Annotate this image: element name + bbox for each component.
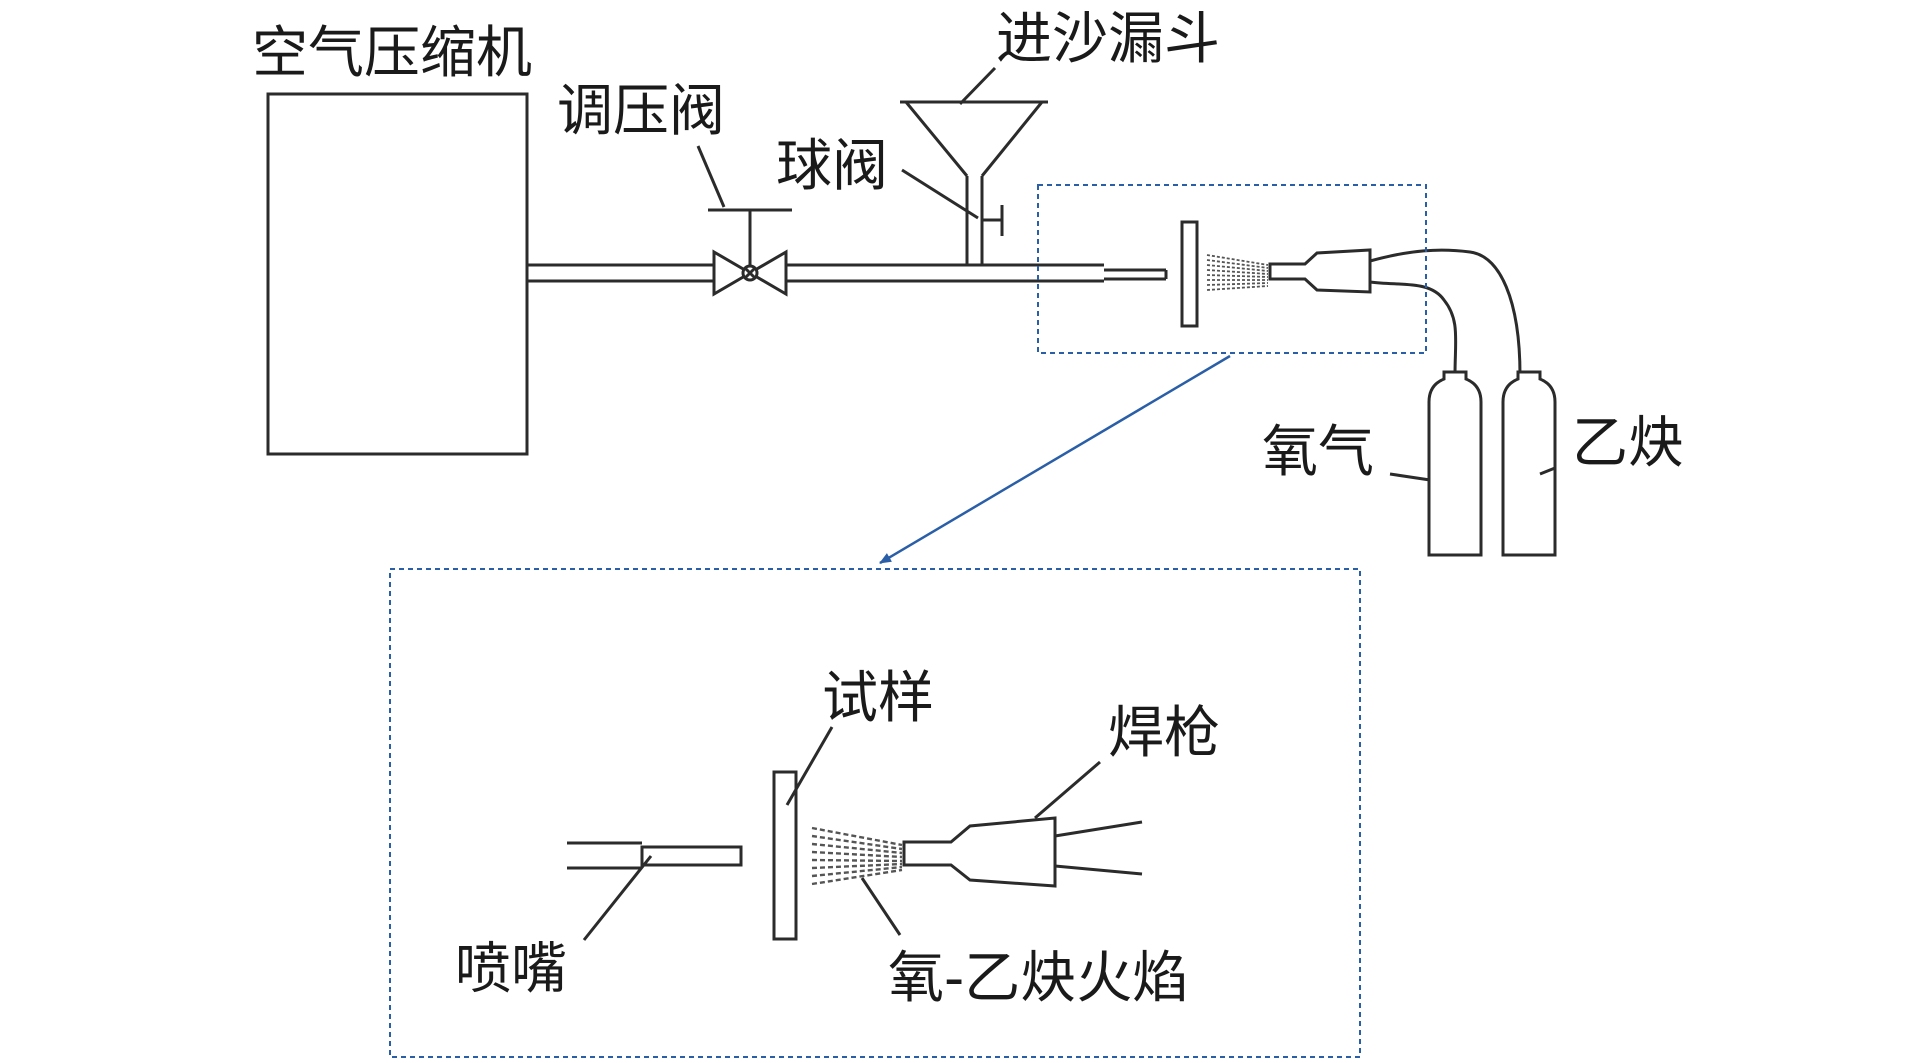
air-compressor-box (266, 92, 529, 456)
label-ball-valve: 球阀 (776, 134, 888, 199)
sand-hopper-symbol (900, 100, 1048, 265)
label-flame: 氧-乙炔火焰 (888, 946, 1188, 1011)
label-acetylene: 乙炔 (1572, 411, 1684, 476)
label-oxygen: 氧气 (1262, 420, 1374, 485)
label-sand-hopper: 进沙漏斗 (996, 7, 1220, 72)
ball-valve-symbol (982, 205, 1004, 236)
nozzle-detail (567, 841, 743, 870)
leader-lines (582, 66, 1556, 941)
zoom-arrow (879, 354, 1231, 565)
main-pipe (527, 263, 1168, 283)
label-specimen: 试样 (822, 666, 934, 731)
oxygen-cylinder (1427, 370, 1483, 557)
label-pressure-valve: 调压阀 (557, 79, 725, 144)
label-torch: 焊枪 (1108, 701, 1220, 766)
zoom-region-frame (1037, 184, 1427, 354)
torch-detail (902, 816, 1143, 888)
label-compressor: 空气压缩机 (252, 21, 532, 86)
label-nozzle: 喷嘴 (455, 937, 567, 1002)
acetylene-cylinder (1501, 370, 1557, 557)
flame-overview (1206, 254, 1269, 291)
specimen-plate-detail (772, 770, 798, 941)
pressure-valve-symbol (708, 208, 792, 297)
specimen-plate-overview (1180, 220, 1199, 328)
torch-overview (1268, 248, 1522, 376)
flame-detail (811, 826, 903, 886)
